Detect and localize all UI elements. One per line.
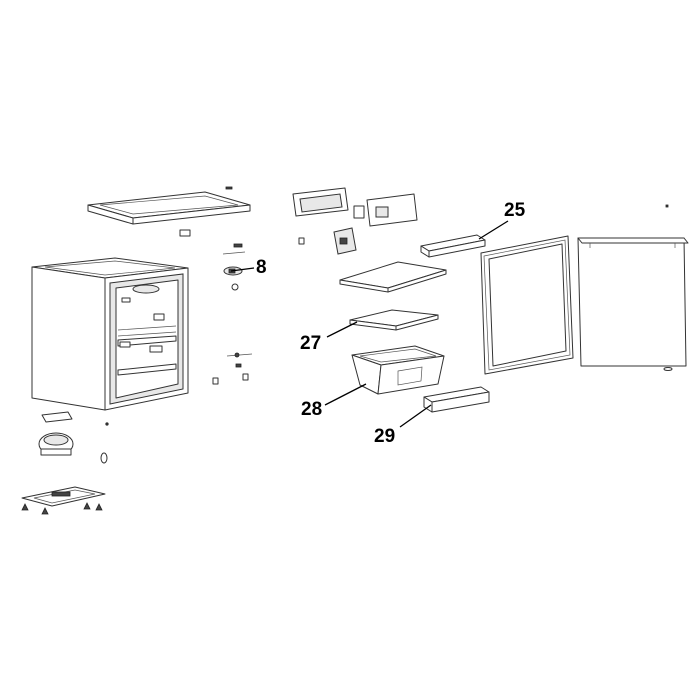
control-housing <box>292 187 418 255</box>
door-gasket <box>480 235 574 375</box>
callout-25: 25 <box>504 200 526 221</box>
base-plate <box>21 486 106 515</box>
callout-8: 8 <box>256 257 267 278</box>
compressor-assembly <box>38 411 109 464</box>
callout-27: 27 <box>300 333 322 354</box>
part-27-glass-shelf <box>326 309 439 338</box>
leader-8 <box>230 267 255 272</box>
callout-28: 28 <box>301 399 323 420</box>
hinge-parts <box>212 352 253 385</box>
part-29-door-bin <box>399 386 490 428</box>
part-28-crisper-drawer <box>324 345 445 406</box>
glass-shelf-upper <box>339 261 447 293</box>
top-cover-panel <box>87 186 251 237</box>
callout-29: 29 <box>374 426 396 447</box>
cabinet-body <box>31 257 189 411</box>
thermostat-parts <box>222 243 246 291</box>
part-25-door-shelf <box>420 220 509 258</box>
door-panel <box>577 204 689 371</box>
